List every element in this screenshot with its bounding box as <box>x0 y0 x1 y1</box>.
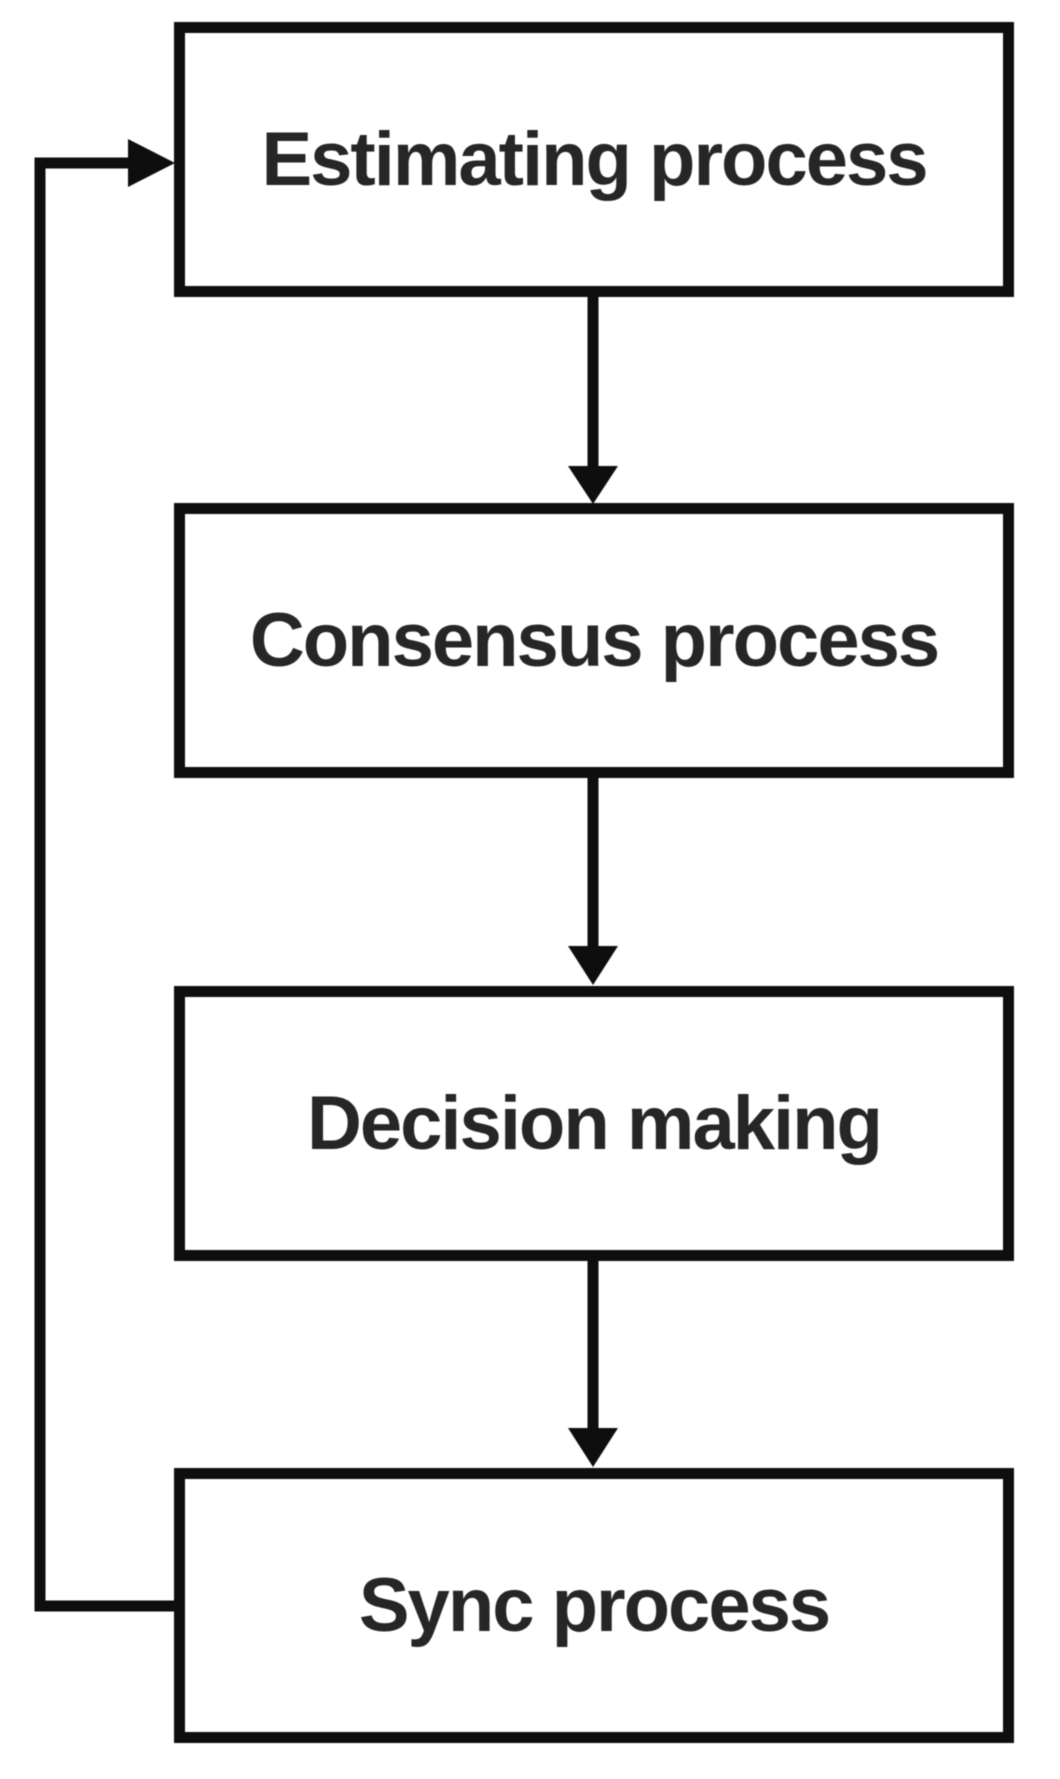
feedback-loop-line <box>34 157 180 1612</box>
arrowhead-estimating-to-consensus-icon <box>568 466 618 504</box>
flow-step-label: Consensus process <box>249 598 940 683</box>
flow-step-sync-process: Sync process <box>174 1468 1014 1743</box>
flow-step-estimating-process: Estimating process <box>174 22 1014 297</box>
arrowhead-consensus-to-decision-icon <box>568 946 618 985</box>
flow-step-label: Sync process <box>358 1563 831 1648</box>
feedback-arrowhead-icon <box>128 139 175 187</box>
flow-step-label: Decision making <box>307 1081 883 1166</box>
flow-step-consensus-process: Consensus process <box>174 503 1014 778</box>
flow-step-label: Estimating process <box>261 117 928 202</box>
arrowhead-decision-to-sync-icon <box>568 1428 618 1467</box>
flow-step-decision-making: Decision making <box>174 986 1014 1261</box>
